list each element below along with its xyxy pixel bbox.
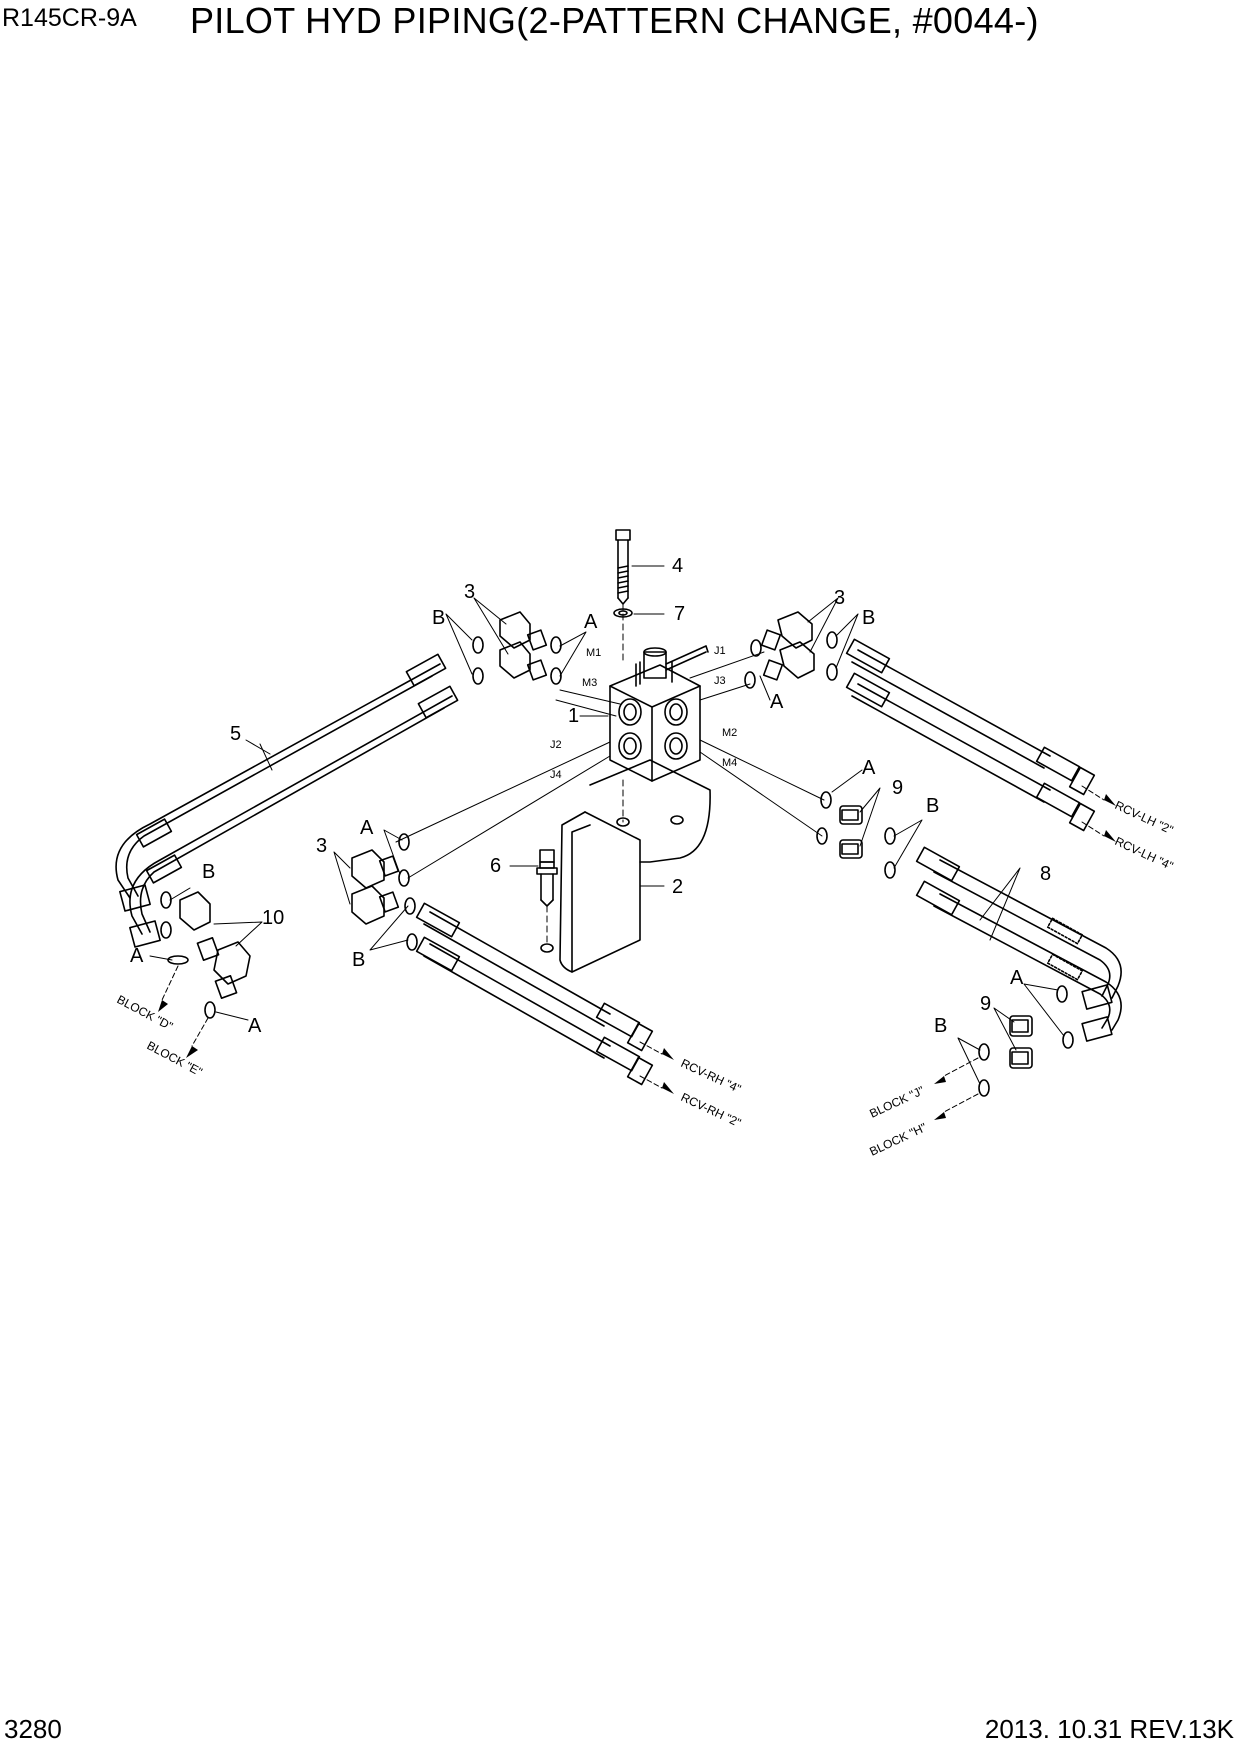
callout-leaders	[149, 565, 1065, 1085]
callout-b-upper-left: B	[432, 607, 445, 629]
callout-9-upper: 9	[892, 777, 903, 799]
dest-rcv-rh-2: RCV-RH "2"	[679, 1090, 743, 1130]
o-rings	[160, 631, 1074, 1097]
revision-date: 2013. 10.31 REV.13K	[984, 1714, 1234, 1744]
callout-4: 4	[672, 555, 683, 577]
callout-b-upper-right: B	[862, 607, 875, 629]
callout-a-upper-left: A	[584, 611, 598, 633]
pilot-valve-block	[609, 645, 709, 782]
port-m2: M2	[722, 727, 737, 739]
port-m4: M4	[722, 757, 737, 769]
callout-6: 6	[490, 855, 501, 877]
callout-a-lower-left-2: A	[248, 1015, 262, 1037]
callout-3-left: 3	[316, 835, 327, 857]
callout-3-upper-left: 3	[464, 581, 475, 603]
dest-block-d: BLOCK "D"	[115, 992, 176, 1033]
callout-labels: 1 2 3 3 3 4 5 6 7 8 9 9 10 B A B A A B B…	[130, 555, 1051, 1037]
hose-set-upper-right	[845, 638, 1096, 832]
page-title: PILOT HYD PIPING(2-PATTERN CHANGE, #0044…	[190, 0, 1039, 41]
callout-a-lower-right: A	[1010, 967, 1024, 989]
callout-2: 2	[672, 876, 683, 898]
port-m3: M3	[582, 677, 597, 689]
bolt	[615, 529, 631, 663]
callout-b-left: B	[352, 949, 365, 971]
callout-b-lower-left: B	[202, 861, 215, 883]
dest-rcv-rh-4: RCV-RH "4"	[679, 1056, 743, 1096]
dest-block-e: BLOCK "E"	[145, 1038, 205, 1079]
port-j3: J3	[714, 675, 726, 687]
arrow-heads	[158, 794, 1116, 1120]
dest-block-h: BLOCK "H"	[867, 1120, 928, 1159]
port-j4: J4	[550, 769, 562, 781]
port-m1: M1	[586, 647, 601, 659]
washer	[613, 608, 633, 618]
page-number: 3280	[4, 1714, 62, 1744]
port-labels: M1 M3 J2 J4 J1 J3 M2 M4	[550, 645, 737, 781]
dest-rcv-lh-4: RCV-LH "4"	[1113, 834, 1176, 873]
callout-1: 1	[568, 705, 579, 727]
port-j2: J2	[550, 739, 562, 751]
callout-a-right: A	[862, 757, 876, 779]
hose-set-8	[915, 846, 1122, 1042]
mounting-bracket	[540, 759, 711, 973]
dest-block-j: BLOCK "J"	[867, 1083, 926, 1120]
callout-9-lower: 9	[980, 993, 991, 1015]
hose-set-5	[115, 653, 459, 948]
adapters	[839, 805, 1033, 1069]
callout-7: 7	[674, 603, 685, 625]
callout-b-lower-right: B	[934, 1015, 947, 1037]
model-code: R145CR-9A	[2, 4, 137, 32]
elbow-fittings	[179, 611, 815, 999]
direction-arrows	[161, 785, 1105, 1113]
port-j1: J1	[714, 645, 726, 657]
callout-10: 10	[262, 907, 284, 929]
callout-8: 8	[1040, 863, 1051, 885]
callout-a-lower-left: A	[130, 945, 144, 967]
callout-a-left: A	[360, 817, 374, 839]
hose-set-middle-left	[415, 902, 654, 1086]
small-bolt	[536, 849, 558, 946]
callout-3-upper-right: 3	[834, 587, 845, 609]
dest-rcv-lh-2: RCV-LH "2"	[1113, 798, 1176, 837]
header: R145CR-9A PILOT HYD PIPING(2-PATTERN CHA…	[0, 0, 1240, 50]
callout-b-right: B	[926, 795, 939, 817]
callout-a-upper-right: A	[770, 691, 784, 713]
port-leader-lines	[395, 651, 825, 879]
callout-5: 5	[230, 723, 241, 745]
